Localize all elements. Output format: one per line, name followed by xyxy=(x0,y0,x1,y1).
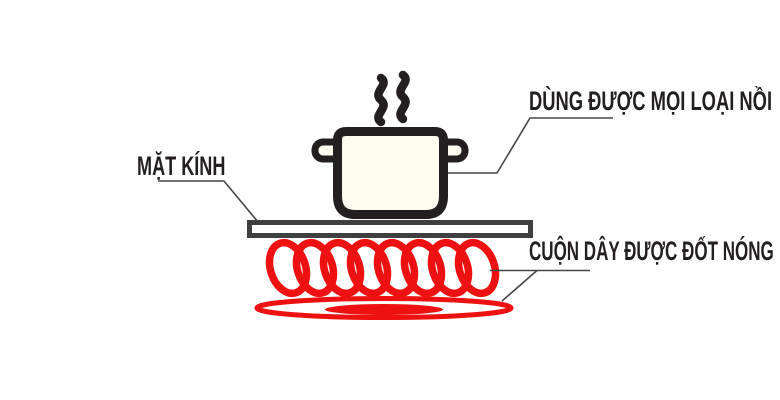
heating-coil-icon xyxy=(265,238,500,298)
coil-loop xyxy=(400,238,446,298)
heat-ring-inner xyxy=(325,304,443,315)
heat-rings-icon xyxy=(254,296,514,320)
coil-loop xyxy=(427,238,473,298)
label-heated-coil-text: CUỘN DÂY ĐƯỢC ĐỐT NÓNG xyxy=(529,236,774,266)
coil-loop xyxy=(292,238,338,298)
pot-icon xyxy=(311,127,469,219)
coil-loop xyxy=(454,238,500,298)
coil-loop xyxy=(265,238,311,298)
label-all-pot-types: DÙNG ĐƯỢC MỌI LOẠI NỒI xyxy=(529,88,772,115)
leader-line-coil-diagonal xyxy=(501,269,538,302)
label-heated-coil: CUỘN DÂY ĐƯỢC ĐỐT NÓNG xyxy=(529,238,774,265)
steam-wave-left xyxy=(374,73,388,127)
leader-line-glass xyxy=(158,180,259,223)
label-glass-surface: MẶT KÍNH xyxy=(137,153,225,180)
coil-loop xyxy=(346,238,392,298)
leader-lines xyxy=(158,117,613,302)
label-glass-surface-text: MẶT KÍNH xyxy=(137,151,226,181)
steam-wave-right xyxy=(396,70,410,124)
pot-body xyxy=(333,127,448,219)
steam-icon xyxy=(374,70,410,127)
heat-ring-outer xyxy=(254,296,514,320)
leader-line-pots xyxy=(448,117,613,174)
glass-plate xyxy=(247,220,533,238)
coil-loop xyxy=(373,238,419,298)
label-all-pot-types-text: DÙNG ĐƯỢC MỌI LOẠI NỒI xyxy=(529,86,773,116)
coil-loop xyxy=(319,238,365,298)
